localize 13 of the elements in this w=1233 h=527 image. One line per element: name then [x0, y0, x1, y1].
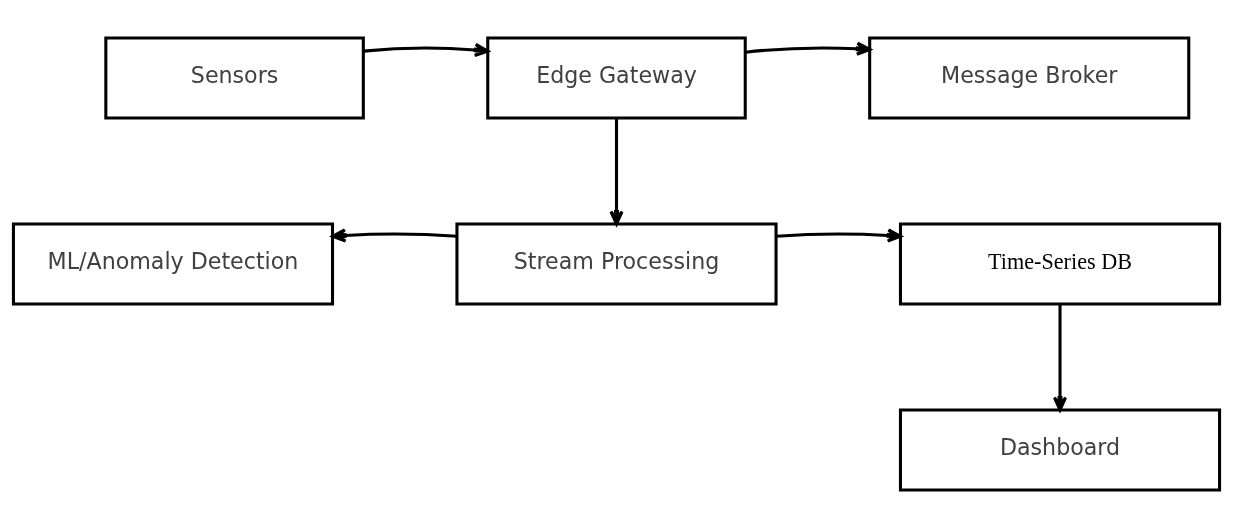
arrow: [1052, 303, 1068, 411]
node-box: Message Broker: [868, 35, 1191, 120]
node-box: Dashboard: [898, 407, 1222, 492]
node-box: Sensors: [104, 35, 365, 120]
node-box: Stream Processing: [455, 221, 778, 306]
arrow: [363, 42, 490, 57]
node-box: Edge Gateway: [486, 35, 747, 120]
arrow: [331, 227, 458, 243]
node-box: Time-Series DB: [898, 221, 1222, 306]
arrow: [745, 41, 872, 56]
node-box: ML/Anomaly Detection: [11, 221, 335, 306]
arrow: [776, 227, 902, 243]
arrow: [609, 117, 624, 225]
